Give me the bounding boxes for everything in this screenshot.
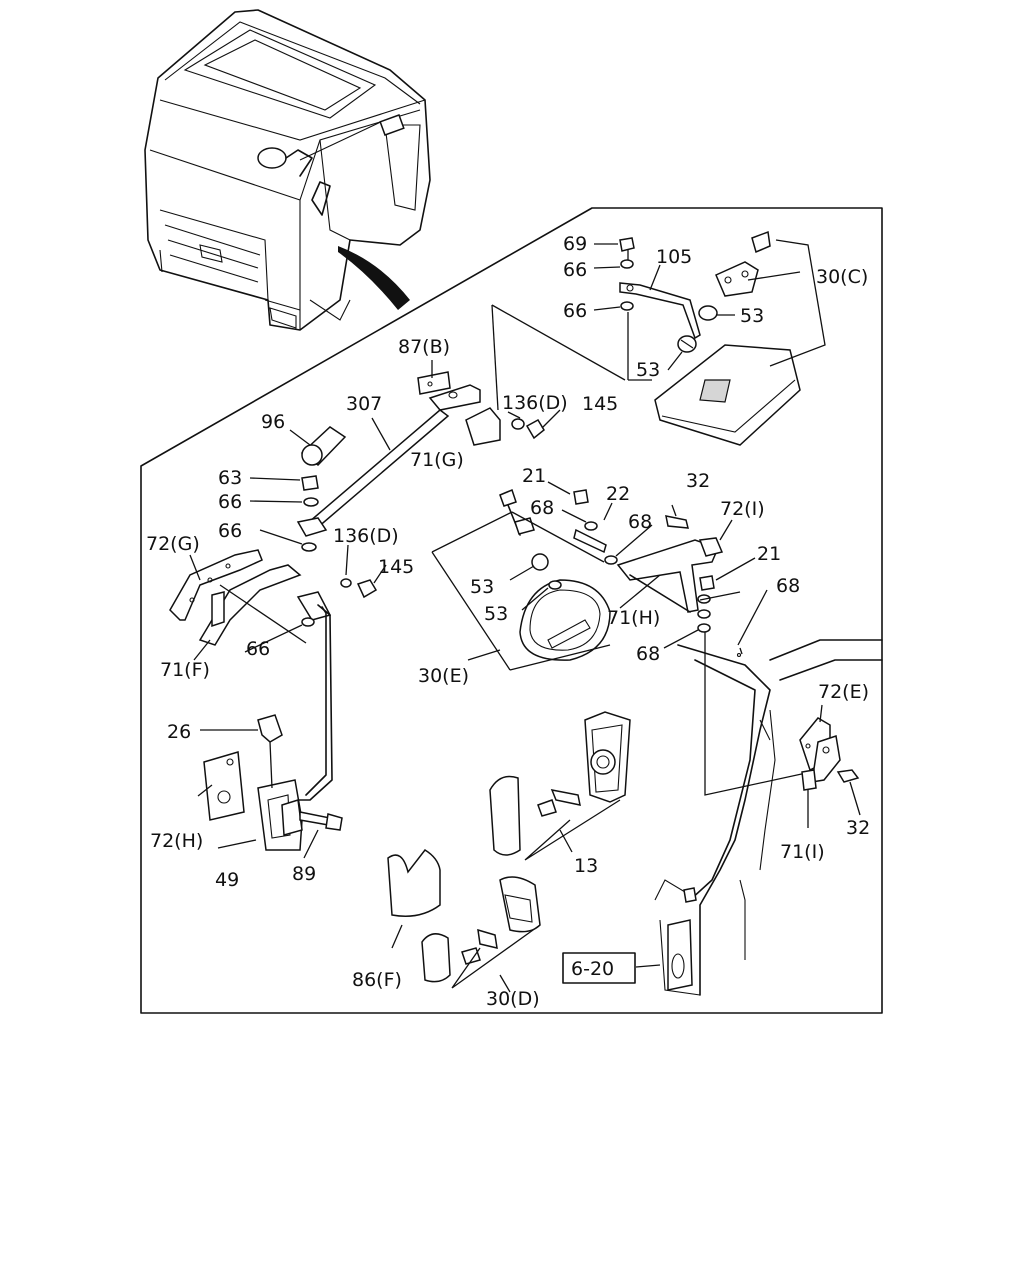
callout-53: 53 <box>636 359 660 381</box>
callout-labels: 105 69 66 30(C) 66 53 53 87(B) 136(D) 14… <box>146 233 870 1010</box>
callout-30c: 30(C) <box>816 266 868 288</box>
callout-32: 32 <box>846 817 870 839</box>
callout-21: 21 <box>757 543 781 565</box>
callout-136d: 136(D) <box>502 392 568 414</box>
callout-66: 66 <box>563 300 587 322</box>
leader-lines <box>189 243 861 993</box>
callout-13: 13 <box>574 855 598 877</box>
mirror-assembly-30e <box>431 488 618 671</box>
callout-71g: 71(G) <box>410 449 464 471</box>
callout-53: 53 <box>484 603 508 625</box>
callout-96: 96 <box>261 411 285 433</box>
callout-72e: 72(E) <box>818 681 869 703</box>
callout-86f: 86(F) <box>352 969 402 991</box>
callout-68: 68 <box>776 575 800 597</box>
callout-71f: 71(F) <box>160 659 210 681</box>
callout-89: 89 <box>292 863 316 885</box>
callout-72g: 72(G) <box>146 533 200 555</box>
callout-145: 145 <box>582 393 618 415</box>
callout-68: 68 <box>628 511 652 533</box>
callout-21: 21 <box>522 465 546 487</box>
reference-box-label: 6-20 <box>571 958 614 980</box>
callout-63: 63 <box>218 467 242 489</box>
mirror-stay-307 <box>296 304 626 599</box>
callout-30d: 30(D) <box>486 988 540 1010</box>
callout-72i: 72(I) <box>720 498 765 520</box>
callout-71h: 71(H) <box>607 607 660 629</box>
callout-87b: 87(B) <box>398 336 450 358</box>
mirror-stay-71h <box>616 515 821 796</box>
callout-69: 69 <box>563 233 587 255</box>
callout-53: 53 <box>740 305 764 327</box>
callout-66: 66 <box>246 638 270 660</box>
lamp-assembly-13 <box>489 711 631 861</box>
callout-68: 68 <box>530 497 554 519</box>
callout-22: 22 <box>606 483 630 505</box>
callout-307: 307 <box>346 393 382 415</box>
callout-32: 32 <box>686 470 710 492</box>
callout-71i: 71(I) <box>780 841 825 863</box>
lamp-assembly-30d <box>387 849 541 989</box>
callout-105: 105 <box>656 246 692 268</box>
mirror-assembly-30c <box>619 230 826 446</box>
callout-145: 145 <box>378 556 414 578</box>
truck-cab-illustration <box>144 9 431 331</box>
callout-66: 66 <box>218 520 242 542</box>
callout-30e: 30(E) <box>418 665 469 687</box>
callout-136d: 136(D) <box>333 525 399 547</box>
callout-53: 53 <box>470 576 494 598</box>
callout-72h: 72(H) <box>150 830 203 852</box>
callout-68: 68 <box>636 643 660 665</box>
detail-frame <box>140 207 883 1014</box>
cab-body-section <box>654 639 883 996</box>
callout-49: 49 <box>215 869 239 891</box>
lower-mirror-assembly <box>169 549 343 851</box>
callout-66: 66 <box>563 259 587 281</box>
callout-26: 26 <box>167 721 191 743</box>
callout-66: 66 <box>218 491 242 513</box>
reference-box <box>562 952 636 984</box>
